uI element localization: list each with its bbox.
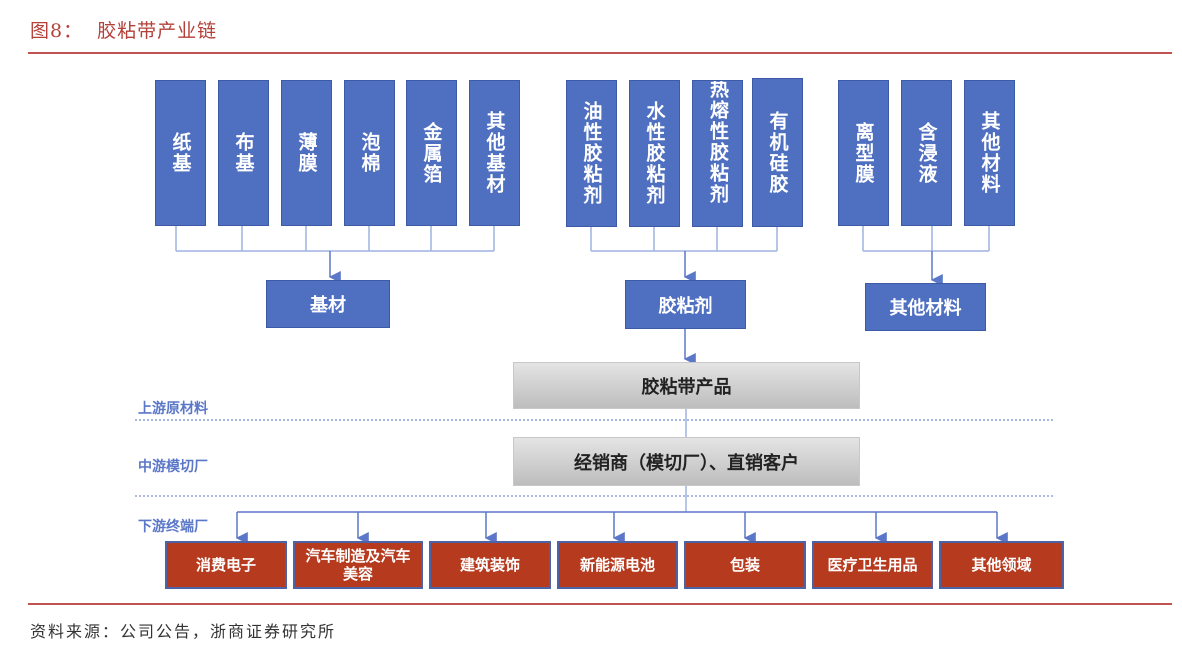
stage-label-midstream: 中游模切厂 xyxy=(138,459,208,475)
downstream-other: 其他领域 xyxy=(939,541,1064,589)
adhesive-oil-based: 油性胶粘剂 xyxy=(566,80,617,227)
adhesive-silicone: 有机硅胶 xyxy=(752,78,803,227)
substrate-paper: 纸基 xyxy=(155,80,206,226)
substrate-connector xyxy=(175,225,495,252)
adhesive-label: 油性胶粘剂 xyxy=(580,101,603,206)
material-label: 离型膜 xyxy=(852,121,875,185)
source-rule xyxy=(28,603,1172,605)
substrate-foam: 泡棉 xyxy=(344,80,395,226)
adhesive-water-based: 水性胶粘剂 xyxy=(629,80,680,227)
material-label: 其他材料 xyxy=(978,111,1001,195)
adhesive-label: 有机硅胶 xyxy=(766,110,789,195)
substrate-other: 其他基材 xyxy=(469,80,520,226)
source-note: 资料来源：公司公告，浙商证券研究所 xyxy=(30,622,337,641)
substrate-cloth: 布基 xyxy=(218,80,269,226)
downstream-automotive: 汽车制造及汽车美容 xyxy=(293,541,423,589)
substrate-film: 薄膜 xyxy=(281,80,332,226)
material-label: 含浸液 xyxy=(915,121,938,185)
midstream-box: 经销商（模切厂）、直销客户 xyxy=(513,437,860,486)
tape-product-box: 胶粘带产品 xyxy=(513,362,860,409)
downstream-packaging: 包装 xyxy=(684,541,806,589)
midstream-divider xyxy=(135,495,1053,497)
substrate-label: 薄膜 xyxy=(295,132,318,174)
adhesive-label: 水性胶粘剂 xyxy=(643,101,666,206)
material-release-film: 离型膜 xyxy=(838,80,889,226)
stage-label-upstream: 上游原材料 xyxy=(138,401,208,417)
substrate-label: 其他基材 xyxy=(483,111,506,195)
substrate-label: 金属箔 xyxy=(420,121,443,185)
upstream-divider xyxy=(135,419,1053,421)
downstream-medical: 医疗卫生用品 xyxy=(812,541,933,589)
other-materials-summary-box: 其他材料 xyxy=(865,283,986,331)
downstream-consumer-electronics: 消费电子 xyxy=(165,541,287,589)
substrate-metal-foil: 金属箔 xyxy=(406,80,457,226)
substrate-label: 泡棉 xyxy=(358,132,381,174)
downstream-ev-battery: 新能源电池 xyxy=(557,541,678,589)
adhesive-summary-box: 胶粘剂 xyxy=(625,280,746,329)
title-rule xyxy=(28,52,1172,54)
other-materials-connector xyxy=(862,225,990,252)
downstream-construction: 建筑装饰 xyxy=(429,541,551,589)
figure-title: 图8： 胶粘带产业链 xyxy=(30,20,218,42)
stage-label-downstream: 下游终端厂 xyxy=(138,519,208,535)
substrate-label: 布基 xyxy=(232,132,255,174)
downstream-connector xyxy=(235,511,1008,544)
substrate-label: 纸基 xyxy=(169,132,192,174)
adhesive-connector xyxy=(590,227,778,252)
material-other: 其他材料 xyxy=(964,80,1015,226)
substrate-summary-box: 基材 xyxy=(266,280,390,328)
adhesive-label: 热熔性胶粘剂 xyxy=(707,80,729,205)
adhesive-hot-melt: 热熔性胶粘剂 xyxy=(692,80,743,227)
material-impregnating-liquid: 含浸液 xyxy=(901,80,952,226)
